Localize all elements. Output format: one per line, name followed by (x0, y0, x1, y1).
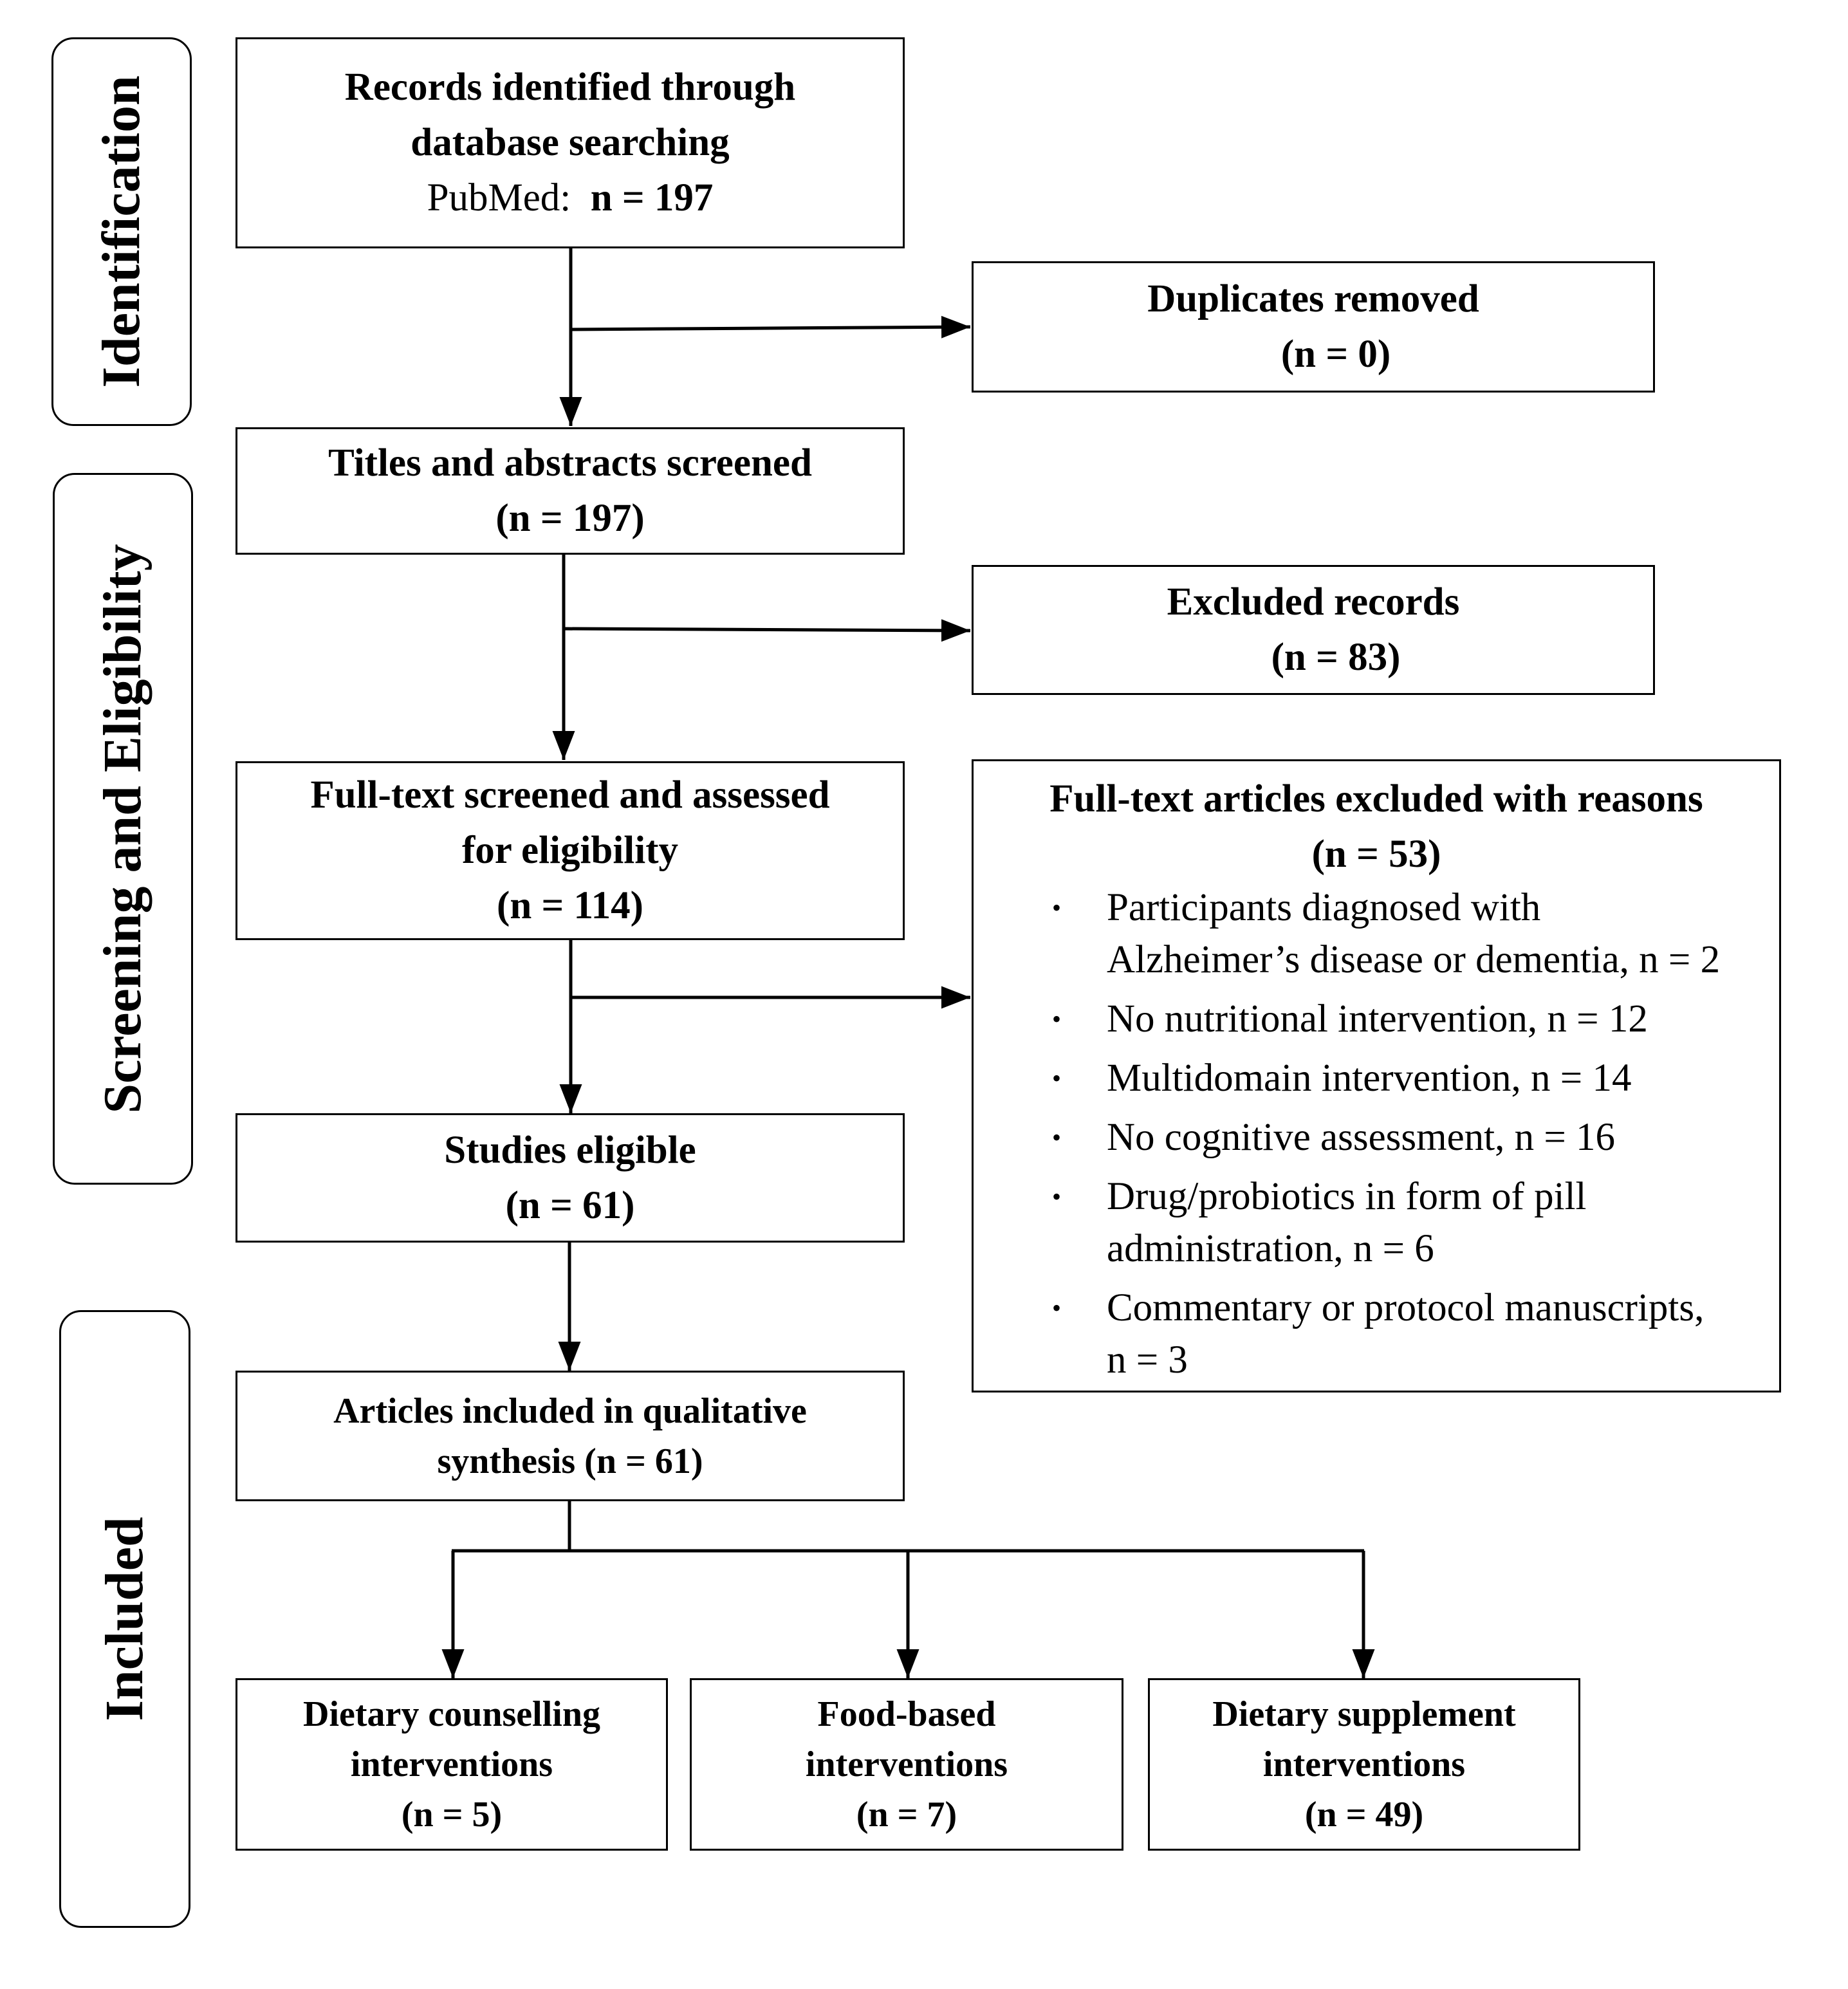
phase-screening-eligibility: Screening and Eligibility (53, 473, 193, 1185)
eligible-count: (n = 61) (505, 1183, 635, 1227)
supplement-count: (n = 49) (1304, 1795, 1424, 1835)
duplicates-title: Duplicates removed (1147, 277, 1479, 320)
reason-line: No nutritional intervention, n = 12 (1107, 997, 1648, 1041)
reason-line: n = 3 (1107, 1338, 1188, 1382)
exclusion-reason: • Drug/probiotics in form of pill admini… (978, 1170, 1789, 1275)
reason-line: Participants diagnosed with (1107, 886, 1541, 929)
supplement-line2: interventions (1262, 1744, 1466, 1784)
exclusion-reason: • No cognitive assessment, n = 16 (978, 1111, 1789, 1163)
exclusion-reason: • Multidomain intervention, n = 14 (978, 1052, 1789, 1104)
records-source-count: n = 197 (590, 176, 714, 219)
records-identified-box: Records identified through database sear… (236, 37, 905, 248)
titles-title: Titles and abstracts screened (328, 441, 812, 485)
counselling-line1: Dietary counselling (303, 1694, 600, 1734)
reason-line: No cognitive assessment, n = 16 (1107, 1116, 1616, 1159)
records-source: PubMed: n = 197 (427, 171, 714, 226)
duplicates-count: (n = 0) (1280, 333, 1391, 376)
food-line2: interventions (805, 1744, 1008, 1784)
fulltext-excluded-box: Full-text articles excluded with reasons… (972, 759, 1781, 1392)
bullet-icon: • (1052, 1123, 1062, 1152)
fulltext-line2: for eligibility (461, 829, 679, 872)
excluded-records-box: Excluded records (n = 83) (972, 565, 1655, 695)
titles-abstracts-box: Titles and abstracts screened (n = 197) (236, 427, 905, 555)
counselling-count: (n = 5) (401, 1795, 503, 1835)
records-line2: database searching (411, 121, 730, 164)
counselling-line2: interventions (350, 1744, 553, 1784)
reason-line: Drug/probiotics in form of pill (1107, 1175, 1587, 1218)
exclusion-reasons-list: • Participants diagnosed with Alzheimer’… (978, 882, 1789, 1989)
supplement-line1: Dietary supplement (1212, 1694, 1516, 1734)
fulltext-count: (n = 114) (497, 884, 643, 927)
duplicates-removed-box: Duplicates removed (n = 0) (972, 261, 1655, 393)
dietary-supplement-box: Dietary supplement interventions (n = 49… (1148, 1678, 1580, 1851)
exclusion-reason: • Participants diagnosed with Alzheimer’… (978, 882, 1789, 986)
fulltext-line1: Full-text screened and assessed (310, 773, 830, 817)
included-line2: synthesis (n = 61) (437, 1441, 703, 1481)
articles-included-box: Articles included in qualitative synthes… (236, 1371, 905, 1501)
bullet-icon: • (1052, 1064, 1062, 1093)
titles-count: (n = 197) (495, 497, 645, 540)
reason-line: Commentary or protocol manuscripts, (1107, 1286, 1705, 1329)
food-count: (n = 7) (856, 1795, 957, 1835)
exclusion-reason: • No nutritional intervention, n = 12 (978, 993, 1789, 1045)
reason-line: Alzheimer’s disease or dementia, n = 2 (1107, 938, 1721, 981)
food-line1: Food-based (817, 1694, 996, 1734)
fulltext-screened-box: Full-text screened and assessed for elig… (236, 761, 905, 940)
fulltext-excluded-count: (n = 53) (1311, 833, 1441, 876)
dietary-counselling-box: Dietary counselling interventions (n = 5… (236, 1678, 668, 1851)
food-based-box: Food-based interventions (n = 7) (690, 1678, 1123, 1851)
excluded-count: (n = 83) (1271, 636, 1401, 679)
records-line1: Records identified through (344, 66, 796, 109)
bullet-icon: • (1052, 893, 1062, 922)
arrow-to-duplicates (570, 315, 971, 338)
eligible-title: Studies eligible (444, 1128, 696, 1172)
bullet-icon: • (1052, 1293, 1062, 1322)
arrow-to-excluded-records (563, 619, 971, 642)
reason-line: Multidomain intervention, n = 14 (1107, 1057, 1632, 1100)
reason-line: administration, n = 6 (1107, 1227, 1434, 1270)
bullet-icon: • (1052, 1182, 1062, 1211)
bullet-icon: • (1052, 1004, 1062, 1033)
studies-eligible-box: Studies eligible (n = 61) (236, 1113, 905, 1243)
fulltext-excluded-title: Full-text articles excluded with reasons (1049, 777, 1703, 820)
records-source-label: PubMed: (427, 176, 571, 219)
phase-identification: Identification (51, 37, 192, 426)
exclusion-reason: • Commentary or protocol manuscripts, n … (978, 1282, 1789, 1386)
included-line1: Articles included in qualitative (333, 1391, 807, 1431)
phase-included: Included (59, 1310, 190, 1928)
excluded-title: Excluded records (1167, 580, 1460, 624)
